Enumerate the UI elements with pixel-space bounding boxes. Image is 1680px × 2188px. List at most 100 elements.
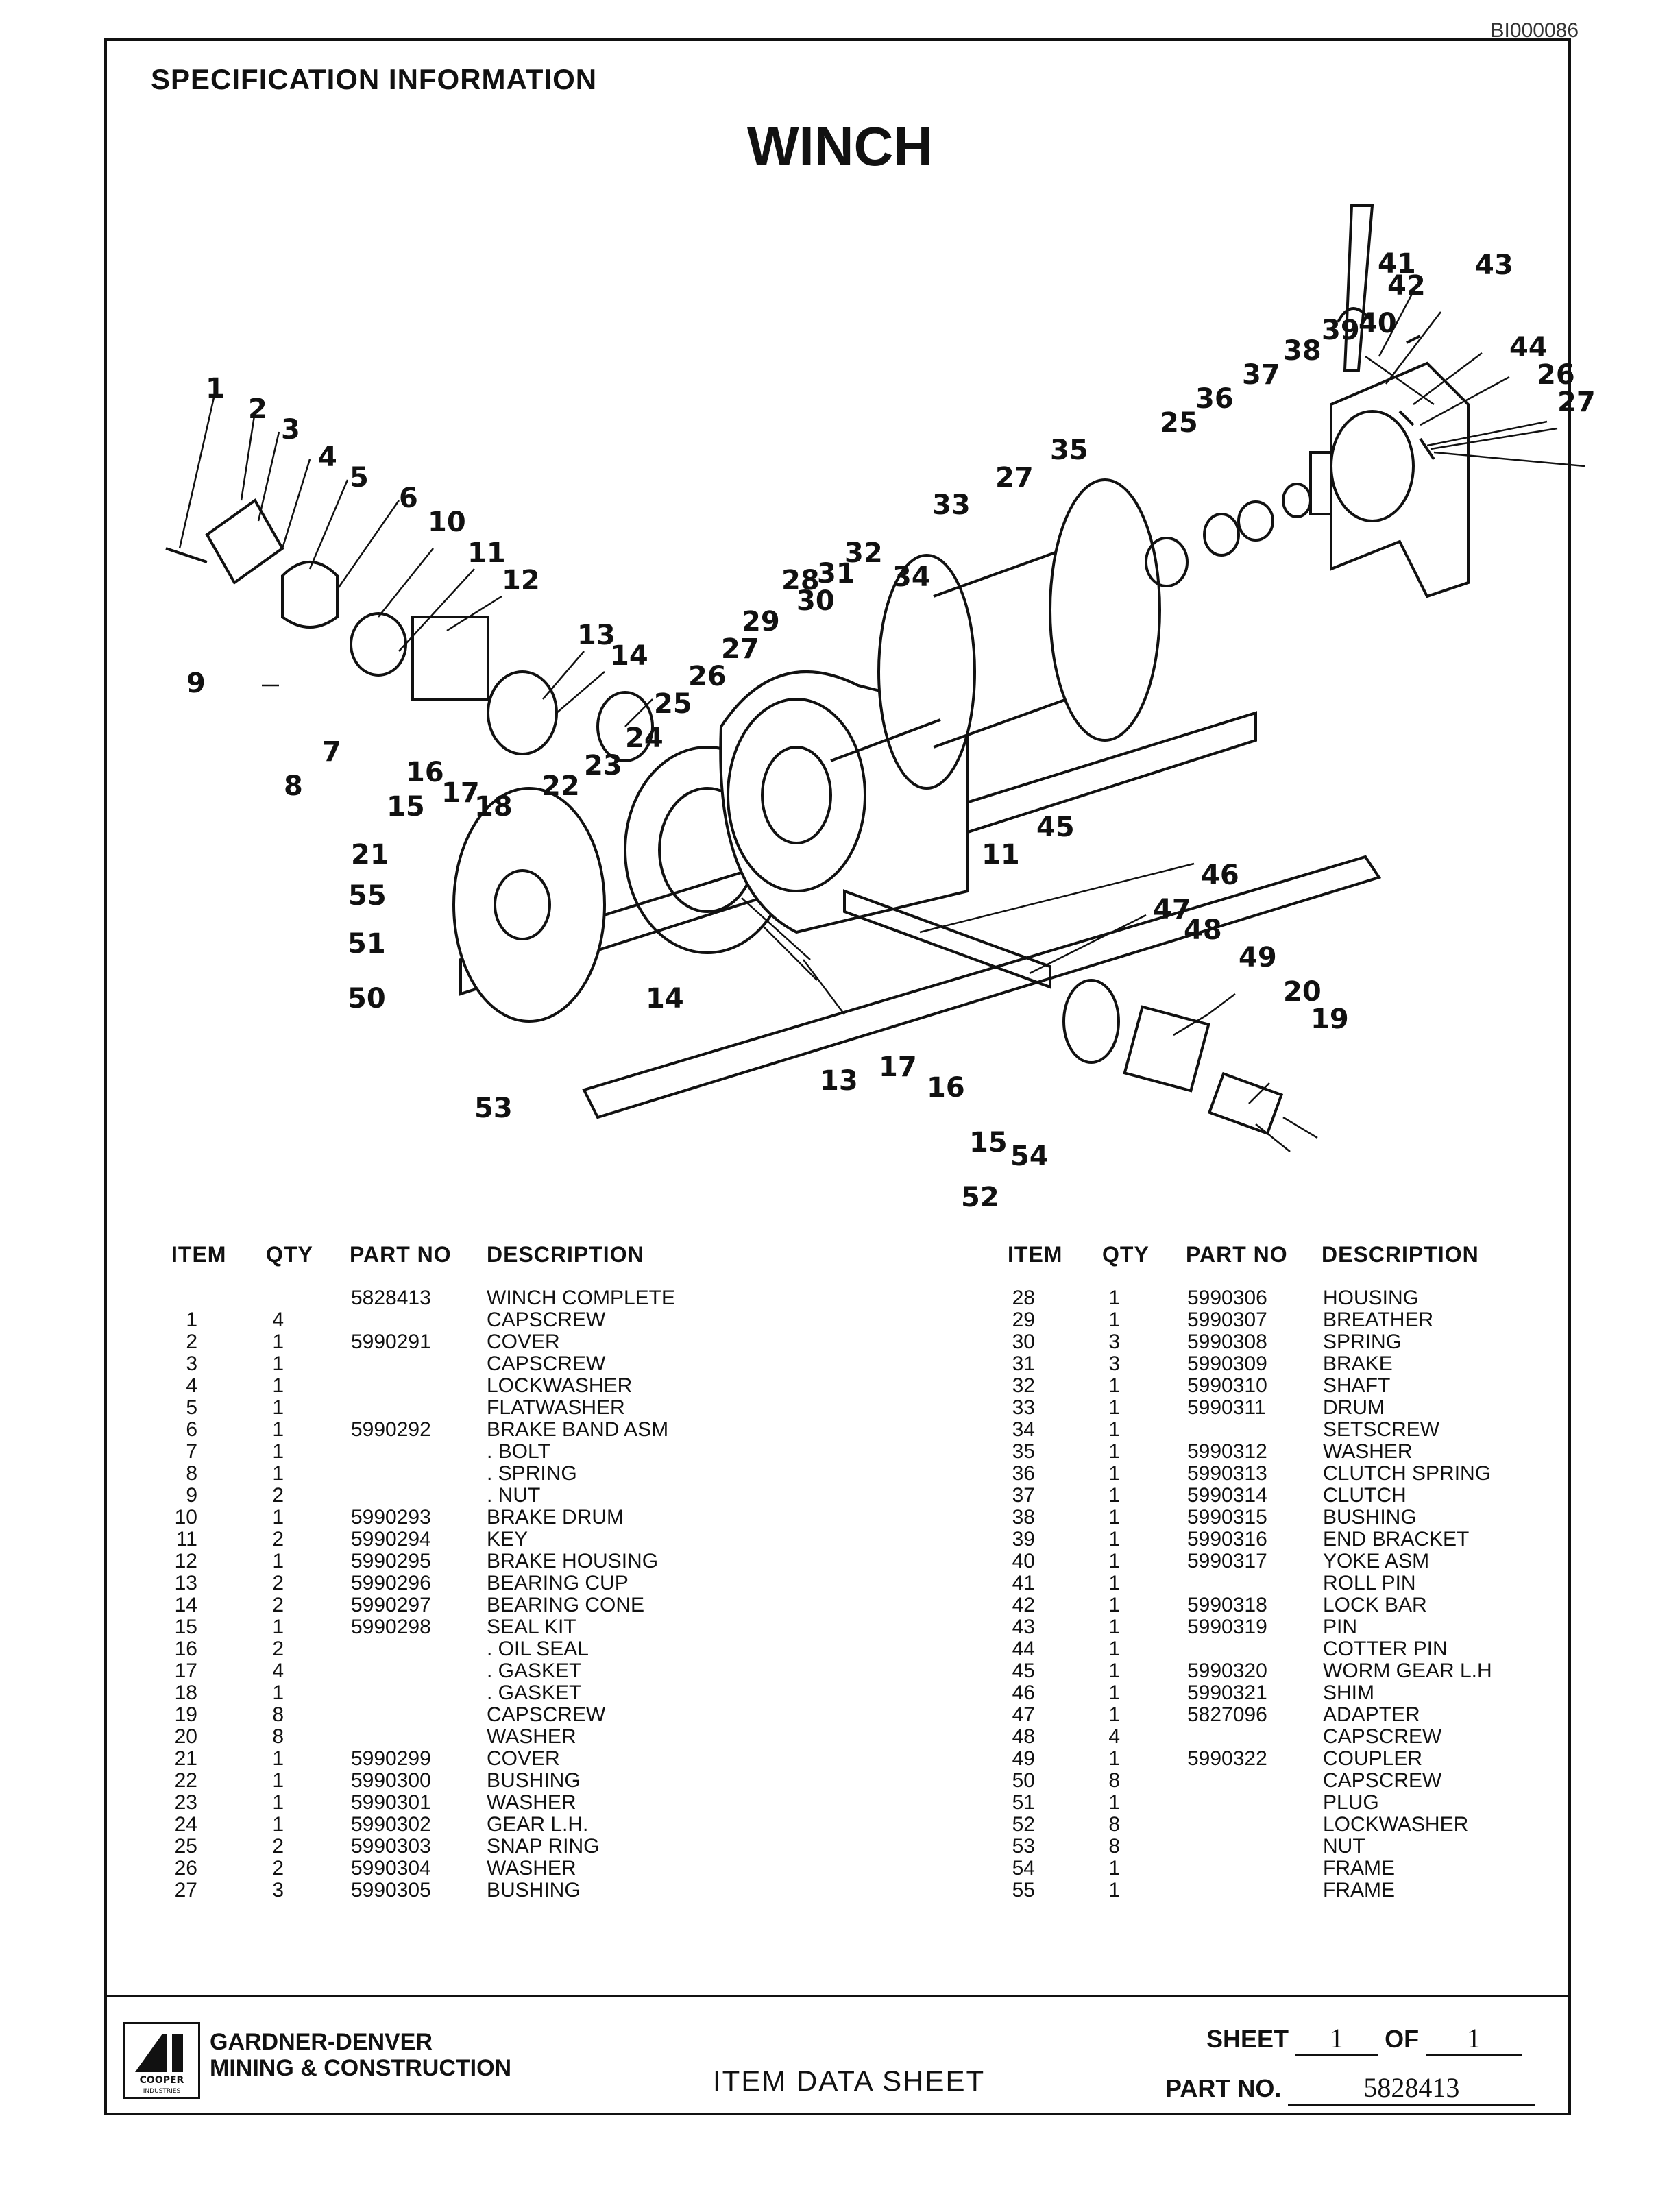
callout-label: 11	[982, 839, 1020, 871]
cell-desc: END BRACKET	[1323, 1528, 1470, 1551]
callout-label: 50	[348, 983, 386, 1014]
cell-part: 5990297	[351, 1594, 431, 1616]
part-label: PART NO.	[1165, 2074, 1282, 2102]
of-label: OF	[1385, 2025, 1420, 2053]
callout-label: 53	[474, 1093, 513, 1124]
cell-part: 5990317	[1187, 1550, 1267, 1572]
callout-label: 49	[1239, 942, 1277, 973]
cell-part: 5990296	[351, 1572, 431, 1594]
callout-label: 44	[1509, 332, 1548, 363]
cell-item: 22	[174, 1769, 197, 1792]
callout-label: 28	[781, 565, 820, 596]
cell-qty: 1	[272, 1769, 284, 1792]
cell-item: 31	[1012, 1352, 1035, 1375]
cell-part: 5990308	[1187, 1330, 1267, 1353]
cell-qty: 1	[1108, 1660, 1120, 1682]
cell-item: 14	[174, 1594, 197, 1616]
callout-label: 17	[879, 1052, 917, 1083]
callout-label: 15	[969, 1127, 1008, 1158]
callout-label: 1	[206, 373, 225, 404]
cell-part: 5990314	[1187, 1484, 1267, 1507]
drum-left-flange	[877, 554, 976, 790]
cell-part: 5990321	[1187, 1681, 1267, 1704]
callout-label: 52	[961, 1182, 999, 1213]
cell-qty: 1	[272, 1352, 284, 1375]
cell-part: 5990316	[1187, 1528, 1267, 1551]
cell-item: 36	[1012, 1462, 1035, 1485]
col-header-part-right: PART NO	[1186, 1242, 1288, 1267]
callout-label: 13	[577, 620, 616, 651]
cell-part: 5990300	[351, 1769, 431, 1792]
cell-qty: 4	[272, 1660, 284, 1682]
callout-label: 16	[406, 757, 444, 788]
cell-part: 5990315	[1187, 1506, 1267, 1529]
page-frame	[104, 38, 1571, 2115]
cell-item: 51	[1012, 1791, 1035, 1814]
cell-item: 29	[1012, 1309, 1035, 1331]
cell-qty: 1	[1108, 1396, 1120, 1419]
cell-desc: WINCH COMPLETE	[487, 1287, 676, 1309]
cell-part: 5990294	[351, 1528, 431, 1551]
cell-desc: WASHER	[487, 1725, 576, 1748]
adapter-shape	[1123, 1005, 1210, 1093]
cell-desc: SHAFT	[1323, 1374, 1391, 1397]
callout-label: 16	[927, 1072, 965, 1104]
cell-part: 5990302	[351, 1813, 431, 1836]
cell-desc: BUSHING	[487, 1769, 581, 1792]
callout-label: 54	[1010, 1141, 1049, 1172]
callout-label: 46	[1201, 860, 1239, 891]
cell-item: 32	[1012, 1374, 1035, 1397]
callout-label: 3	[281, 414, 300, 446]
cell-qty: 1	[1108, 1681, 1120, 1704]
cell-desc: SHIM	[1323, 1681, 1374, 1704]
cell-item: 21	[174, 1747, 197, 1770]
cell-item: 23	[174, 1791, 197, 1814]
callout-label: 25	[1160, 407, 1198, 439]
callout-label: 27	[1557, 387, 1596, 418]
cell-desc: FLATWASHER	[487, 1396, 625, 1419]
cell-qty: 1	[1108, 1528, 1120, 1551]
doc-type: ITEM DATA SHEET	[713, 2065, 986, 2097]
cell-part: 5990291	[351, 1330, 431, 1353]
cell-qty: 1	[272, 1550, 284, 1572]
cell-qty: 2	[272, 1594, 284, 1616]
cell-item: 5	[186, 1396, 197, 1419]
cell-part: 5990299	[351, 1747, 431, 1770]
cell-part: 5827096	[1187, 1703, 1267, 1726]
cell-desc: DRUM	[1323, 1396, 1385, 1419]
brake-housing-shape	[411, 616, 489, 701]
part-number-value: 5828413	[1288, 2071, 1535, 2106]
cell-qty: 2	[272, 1638, 284, 1660]
cell-part: 5990320	[1187, 1660, 1267, 1682]
callout-label: 33	[932, 489, 971, 521]
cell-desc: BEARING CUP	[487, 1572, 629, 1594]
cell-qty: 1	[1108, 1374, 1120, 1397]
cell-item: 17	[174, 1660, 197, 1682]
cell-item: 47	[1012, 1703, 1035, 1726]
coupler-shape	[1207, 1071, 1284, 1136]
cell-item: 37	[1012, 1484, 1035, 1507]
cell-item: 11	[175, 1528, 197, 1551]
cell-desc: WASHER	[1323, 1440, 1413, 1463]
cover-plate-shape	[205, 498, 284, 585]
cell-desc: COUPLER	[1323, 1747, 1423, 1770]
cell-item: 6	[186, 1418, 197, 1441]
